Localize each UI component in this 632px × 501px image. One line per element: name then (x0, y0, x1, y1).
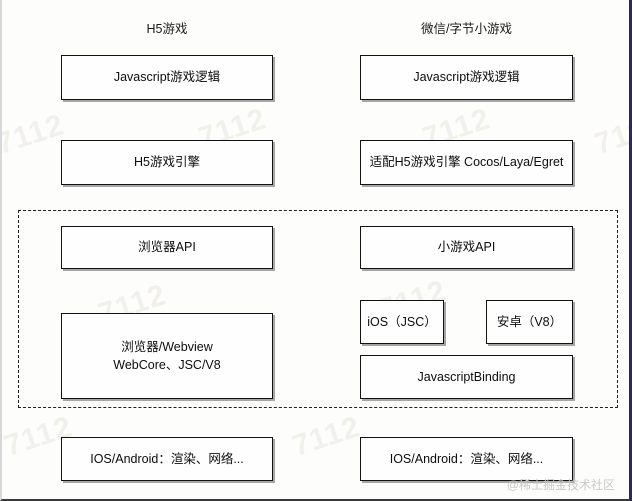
node-javascript-binding[interactable]: JavascriptBinding (360, 355, 573, 399)
node-ios-jsc[interactable]: iOS（JSC） (360, 300, 444, 344)
node-left-game-engine[interactable]: H5游戏引擎 (61, 140, 273, 185)
node-minigame-api[interactable]: 小游戏API (360, 226, 573, 269)
node-right-game-logic[interactable]: Javascript游戏逻辑 (360, 55, 573, 100)
column-title-h5: H5游戏 (146, 22, 188, 36)
node-right-game-engine[interactable]: 适配H5游戏引擎 Cocos/Laya/Egret (360, 140, 573, 185)
node-browser-api[interactable]: 浏览器API (61, 226, 273, 269)
background-watermark: 7112 (288, 410, 365, 463)
node-left-os-layer[interactable]: IOS/Android：渲染、网络... (61, 437, 273, 481)
background-watermark: 7112 (0, 108, 69, 161)
column-title-miniprogram: 微信/字节小游戏 (421, 22, 512, 36)
background-watermark: 7112 (590, 108, 632, 161)
node-right-os-layer[interactable]: IOS/Android：渲染、网络... (360, 437, 573, 481)
site-watermark: @稀土掘金技术社区 (506, 478, 615, 492)
runtime-group-dashed-boundary (18, 210, 618, 408)
node-android-v8[interactable]: 安卓（V8） (486, 300, 573, 344)
node-browser-webview-line1: 浏览器/Webview (121, 339, 213, 354)
node-left-game-logic[interactable]: Javascript游戏逻辑 (61, 55, 273, 100)
node-browser-webview[interactable]: 浏览器/Webview WebCore、JSC/V8 (61, 313, 273, 399)
node-browser-webview-line2: WebCore、JSC/V8 (113, 358, 221, 372)
